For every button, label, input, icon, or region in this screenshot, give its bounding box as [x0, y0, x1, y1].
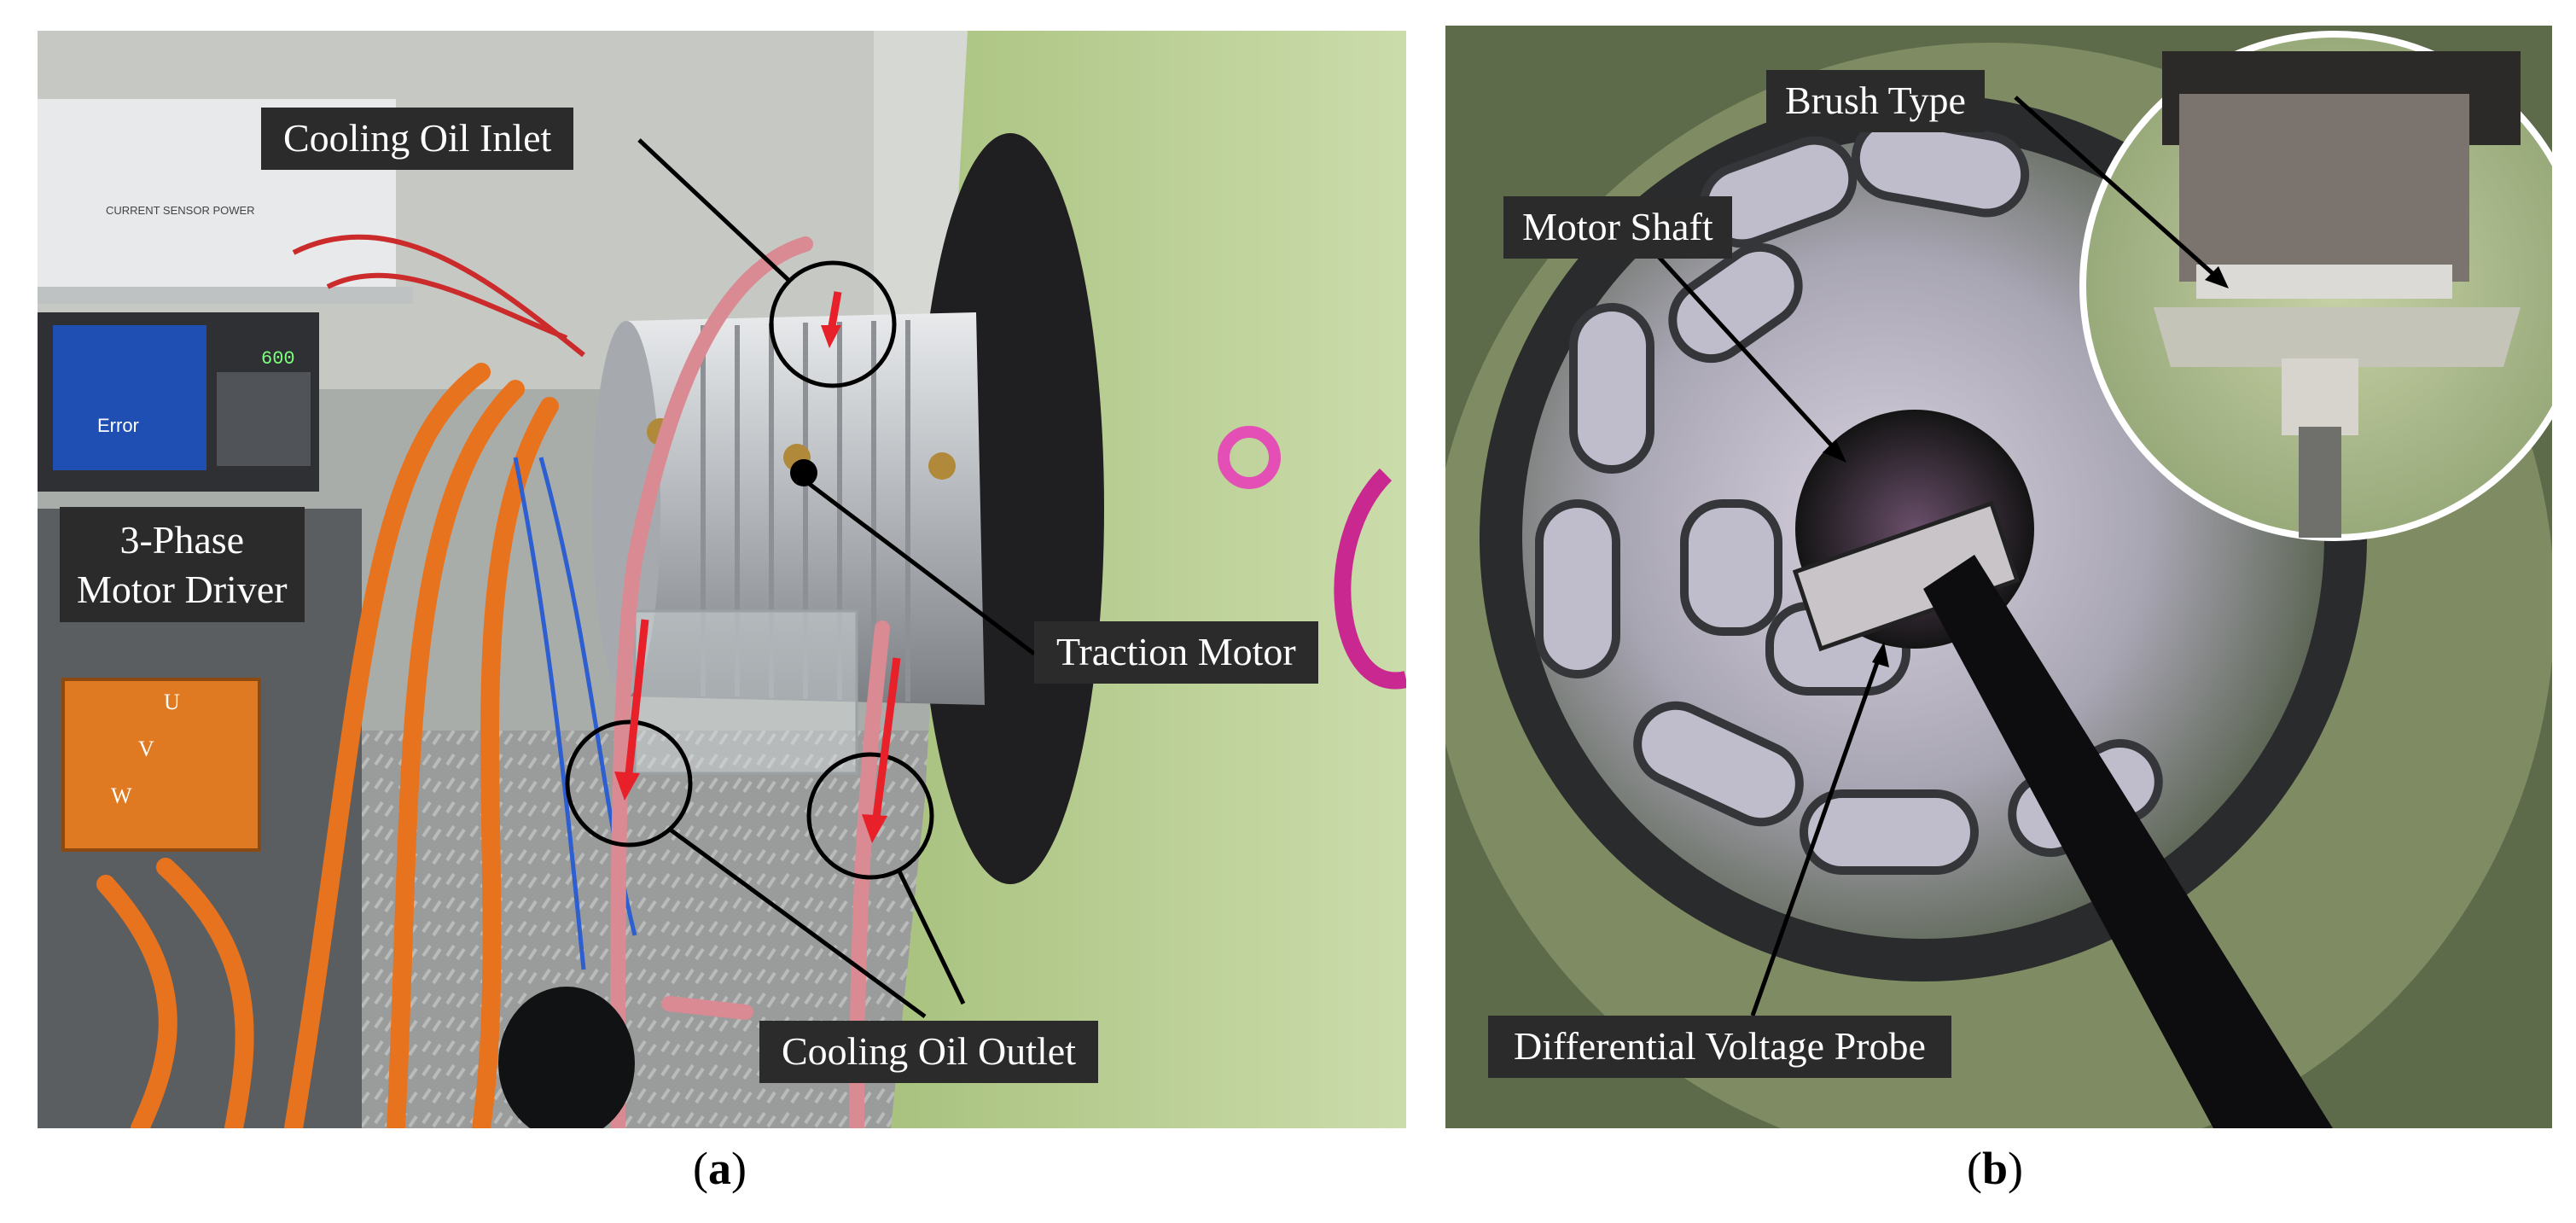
caption-a-letter: a [707, 1143, 731, 1194]
caption-b-letter: b [1981, 1143, 2009, 1194]
label-cooling-oil-inlet: Cooling Oil Inlet [261, 108, 574, 170]
label-motor-shaft: Motor Shaft [1503, 196, 1732, 259]
phase-v-text: V [138, 737, 154, 761]
callout-lines-b [1649, 96, 2224, 1016]
label-traction-motor: Traction Motor [1034, 621, 1318, 684]
phase-w-text: W [111, 783, 132, 808]
signal-wires [292, 234, 585, 358]
orange-power-cables [96, 363, 559, 1128]
rotor-slots [1535, 115, 2163, 875]
label-brush-type: Brush Type [1766, 70, 1985, 132]
label-differential-voltage-probe: Differential Voltage Probe [1488, 1016, 1951, 1078]
label-3-phase-motor-driver: 3-Phase Motor Driver [60, 507, 305, 622]
photo-panel-a: CURRENT SENSOR POWER Error 600 U V W [38, 31, 1406, 1128]
callout-lines [637, 138, 1036, 1019]
sensor-box-text: CURRENT SENSOR POWER [106, 204, 255, 217]
cooling-oil-hose [610, 236, 890, 1128]
zoomed-brush [2154, 51, 2521, 538]
caption-b: (b) [1967, 1143, 2024, 1194]
analyzer-error-text: Error [97, 415, 139, 436]
label-motor-driver-line1: 3-Phase [119, 518, 245, 562]
callout-arrowheads-b [1823, 266, 2229, 667]
label-motor-driver-line2: Motor Driver [77, 567, 288, 611]
motor-shaft-closeup-photo [1445, 26, 2552, 1128]
oil-flow-arrows [614, 291, 901, 843]
analyzer-rpm-text: 600 [261, 348, 295, 370]
analyzer-screen [53, 325, 206, 470]
photo-panel-b: Brush Type Motor Shaft Differential Volt… [1445, 26, 2552, 1128]
label-cooling-oil-outlet: Cooling Oil Outlet [759, 1021, 1098, 1083]
test-bench-photo: CURRENT SENSOR POWER Error 600 U V W [38, 31, 1406, 1128]
caption-a: (a) [693, 1143, 747, 1194]
differential-voltage-probe [1923, 555, 2333, 1128]
phase-u-text: U [164, 690, 180, 714]
callout-circles [565, 260, 934, 880]
driver-terminal-block [63, 679, 259, 850]
